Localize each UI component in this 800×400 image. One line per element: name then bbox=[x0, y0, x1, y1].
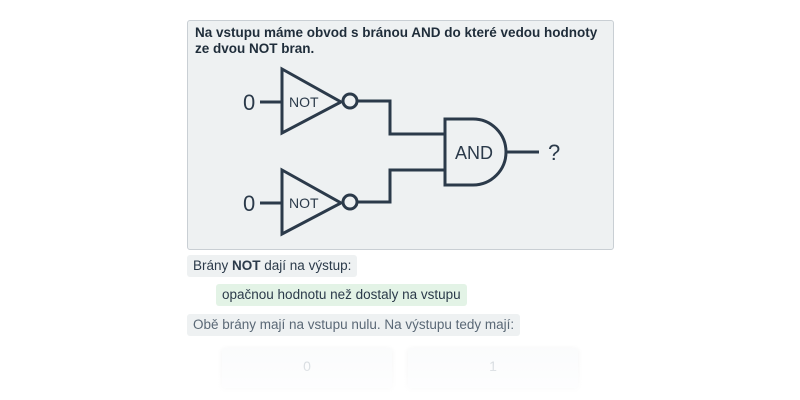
output-value: ? bbox=[548, 140, 560, 165]
problem-text: Na vstupu máme obvod s bránou AND do kte… bbox=[195, 25, 598, 56]
question-not-gates: Brány NOT dají na výstup: bbox=[187, 255, 358, 277]
choice-1-button[interactable]: 1 bbox=[408, 348, 578, 388]
not-gate-top-label: NOT bbox=[289, 94, 319, 110]
not-gate-bottom-label: NOT bbox=[289, 195, 319, 211]
and-gate-label: AND bbox=[455, 143, 493, 163]
q1-suffix: dají na výstup: bbox=[260, 258, 352, 273]
input-top-value: 0 bbox=[243, 90, 255, 115]
q1-prefix: Brány bbox=[193, 258, 233, 273]
and-gate bbox=[443, 117, 508, 187]
input-bottom-value: 0 bbox=[243, 191, 255, 216]
not-bubble-top bbox=[341, 92, 359, 110]
answer-bubble: opačnou hodnotu než dostaly na vstupu bbox=[216, 284, 467, 306]
circuit-diagram: 0 0 NOT NOT AND ? bbox=[243, 66, 560, 237]
question-inputs-zero: Obě brány mají na vstupu nulu. Na výstup… bbox=[187, 314, 521, 336]
not-gate-top bbox=[280, 66, 345, 136]
answer-choices: 0 1 bbox=[222, 348, 582, 400]
wire-top-to-and bbox=[357, 99, 445, 136]
q1-bold: NOT bbox=[232, 258, 261, 273]
wire-bottom-to-and bbox=[357, 168, 445, 204]
not-bubble-bottom bbox=[341, 193, 359, 211]
choice-0-button[interactable]: 0 bbox=[222, 348, 392, 388]
problem-card: Na vstupu máme obvod s bránou AND do kte… bbox=[187, 20, 614, 250]
not-gate-bottom bbox=[280, 167, 345, 237]
